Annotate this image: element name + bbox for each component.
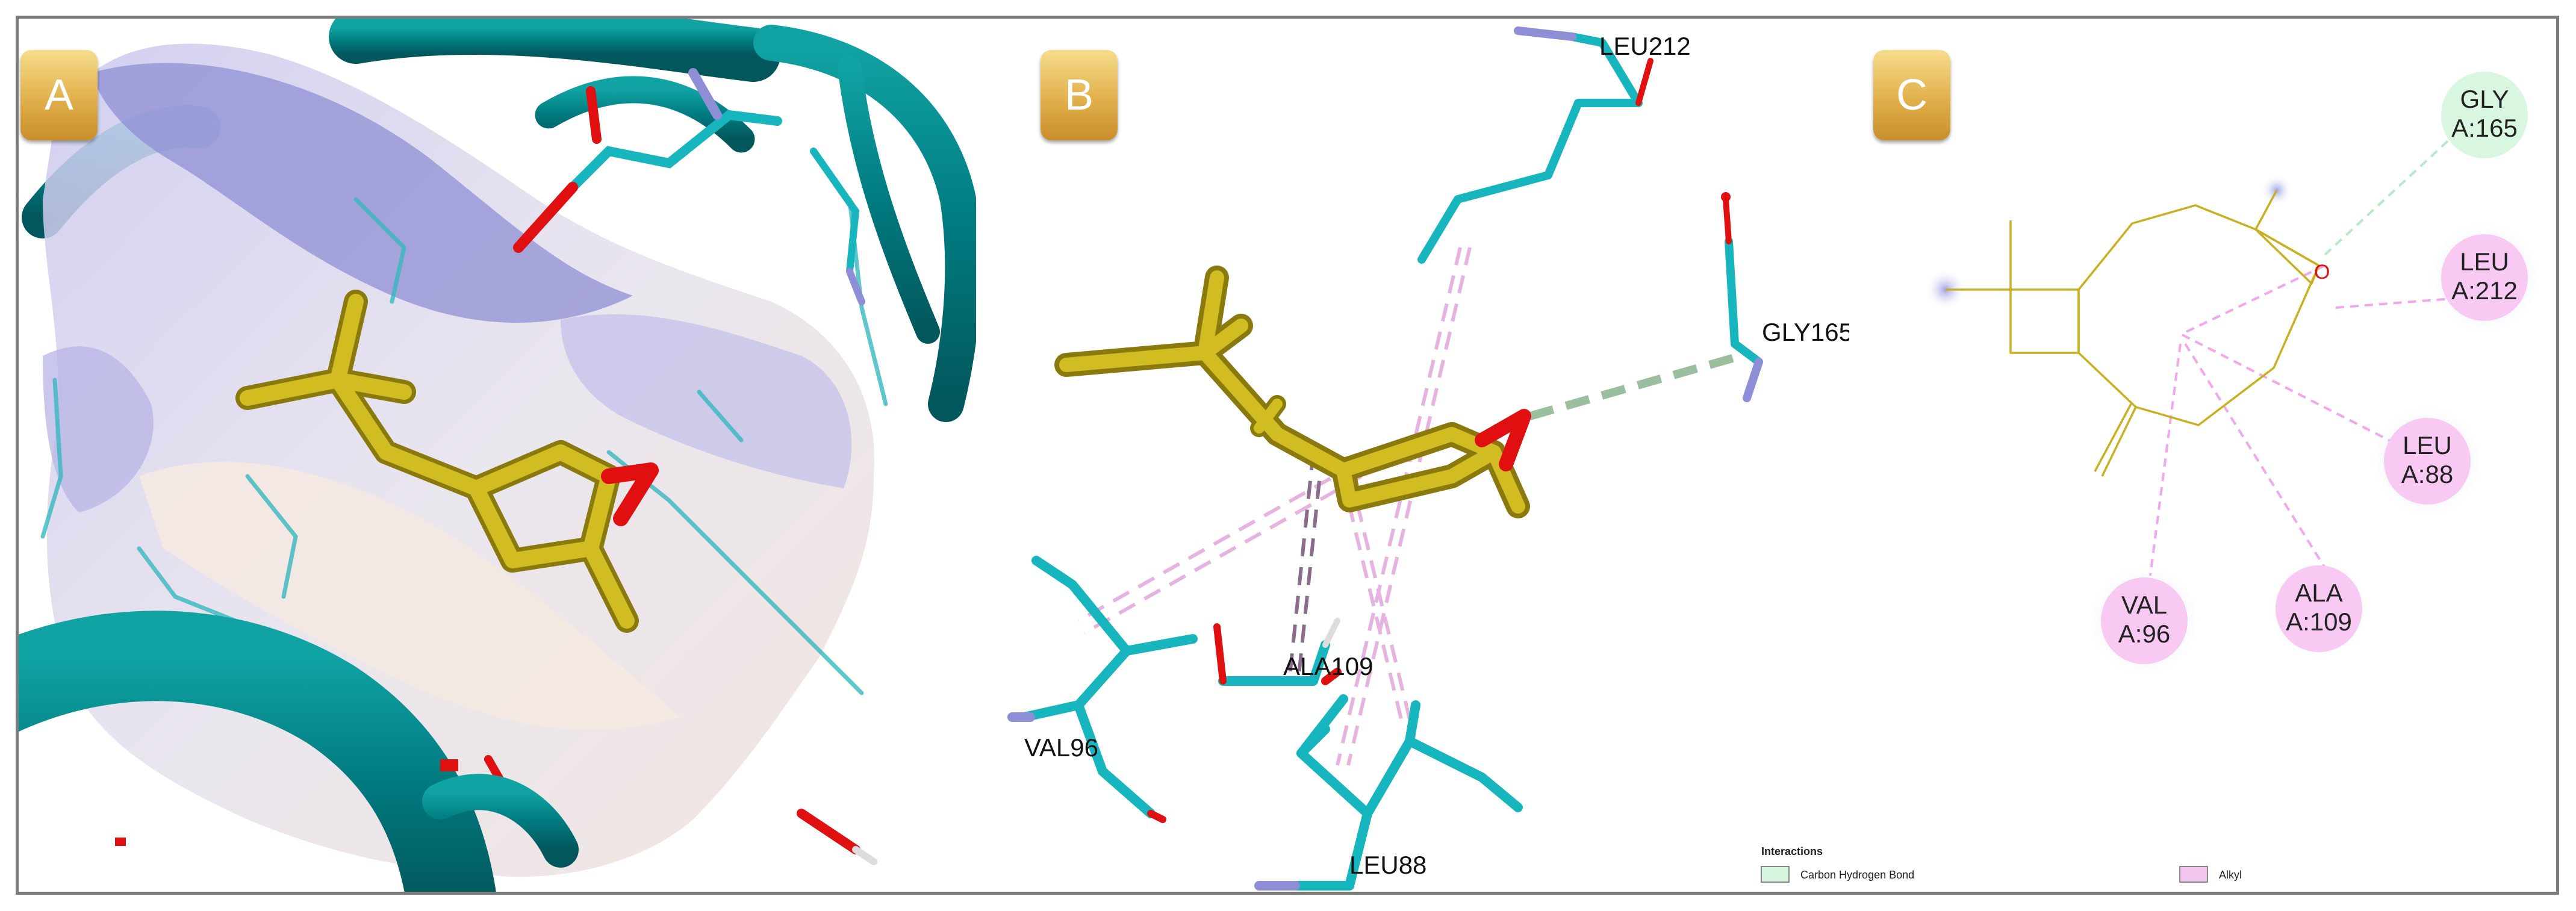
node-gly165: GLY A:165 [2441,72,2528,158]
epoxide-bond [2255,228,2319,267]
label-ala109: ALA109 [1283,652,1373,680]
residue-leu212 [1417,26,1654,264]
residue-val96 [1007,556,1198,823]
label-gly165: GLY165 [1762,318,1849,346]
legend-label-carbon-hydrogen-bond: Carbon Hydrogen Bond [1800,869,1914,881]
node-val96: VAL A:96 [2101,577,2188,664]
node-ala109: ALA A:109 [2276,565,2362,652]
panel-a-badge: A [20,50,98,140]
node-leu212-id: A:212 [2451,276,2518,305]
protein-ribbons-front [19,611,579,892]
ligand-stick-model [1054,266,1531,518]
node-val96-name: VAL [2121,591,2167,619]
legend-label-alkyl: Alkyl [2219,869,2242,881]
residue-gly165 [1721,192,1763,402]
interaction-lines [1077,247,1742,766]
interaction-3d-graphic: LEU212 GLY165 ALA109 VAL96 LEU88 [976,19,1849,892]
water-oxygens [115,759,458,846]
node-leu212-name: LEU [2460,247,2509,276]
front-residues [484,68,877,865]
node-leu88-name: LEU [2403,431,2452,459]
label-leu88: LEU88 [1349,851,1426,879]
interaction-legend: Interactions Carbon Hydrogen Bond Alkyl [1761,845,2242,883]
node-leu212: LEU A:212 [2441,234,2528,321]
panel-c-badge: C [1873,50,1950,140]
legend-swatch-alkyl [2179,866,2208,883]
panel-b-badge: B [1041,50,1118,140]
oxygen-atom-label: O [2314,261,2330,284]
interaction-lines-2d [2149,135,2454,576]
legend-swatch-carbon-hydrogen-bond [1761,866,1790,883]
node-gly165-name: GLY [2460,85,2509,113]
node-val96-id: A:96 [2118,620,2170,648]
label-val96: VAL96 [1024,733,1098,762]
label-leu212: LEU212 [1599,32,1691,60]
interaction-2d-graphic: O GLY A:165 LEU A:212 LEU A:88 ALA A:109 [1849,19,2556,892]
residue-leu88 [1254,668,1523,891]
residue-ala109 [1213,618,1340,686]
panel-a-surface-view: A [19,19,976,892]
ligand-stick-model [235,290,659,633]
panel-c-interaction-2d: O GLY A:165 LEU A:212 LEU A:88 ALA A:109 [1849,19,2556,892]
surface-view-graphic [19,19,976,892]
legend-title: Interactions [1761,845,1823,857]
panel-b-interaction-3d: LEU212 GLY165 ALA109 VAL96 LEU88 B [976,19,1849,892]
node-gly165-id: A:165 [2451,114,2518,142]
node-ala109-name: ALA [2295,579,2342,607]
node-ala109-id: A:109 [2286,608,2352,636]
node-leu88: LEU A:88 [2384,418,2471,505]
node-leu88-id: A:88 [2401,460,2453,488]
